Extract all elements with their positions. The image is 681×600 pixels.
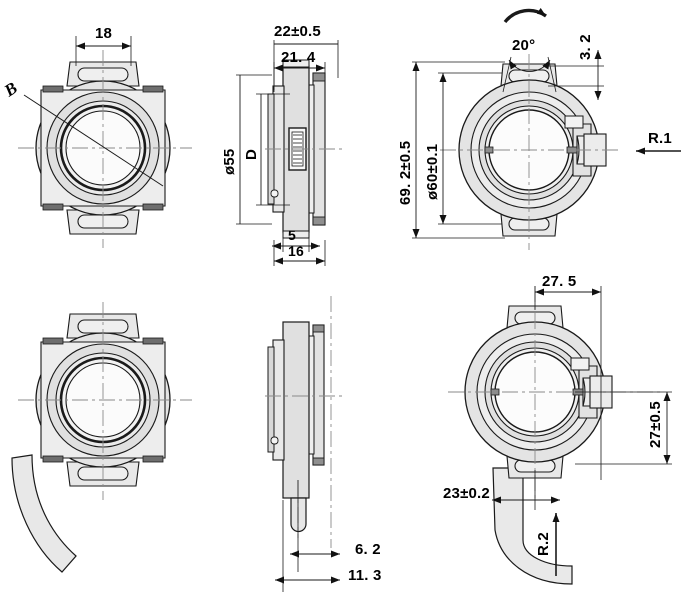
view-rear-bottom-right: 27. 5 27±0.5 23±0.2 R.2	[443, 273, 672, 585]
view-arrow-r2: R.2	[535, 513, 560, 576]
dim-23-text: 23±0.2	[443, 485, 490, 502]
dim-phi-60: ø60±0.1	[424, 72, 502, 225]
dim-d-text: D	[243, 149, 260, 160]
dim-5-text: 5	[288, 227, 296, 243]
dim-6-2-text: 6. 2	[355, 541, 381, 558]
dim-3-2: 3. 2	[548, 34, 604, 100]
dim-phi-55: ø55	[221, 74, 272, 225]
dim-27-5-text: 27. 5	[542, 273, 576, 290]
dim-69-2-text: 69. 2±0.5	[397, 141, 414, 205]
view-side-bottom-middle: 6. 2 11. 3	[265, 296, 382, 592]
dim-16-text: 16	[288, 243, 304, 259]
side-body-geometry-bottom	[267, 321, 325, 533]
dim-22-text: 22±0.5	[274, 23, 321, 40]
centerline-group-br	[448, 286, 662, 500]
view-front-top-left: B 18	[0, 25, 192, 248]
leader-line-b	[23, 94, 164, 187]
dim-d: D	[243, 93, 290, 206]
dim-6-2: 6. 2	[290, 480, 381, 572]
dim-69-2: 69. 2±0.5	[397, 61, 505, 239]
dim-16: 16	[273, 240, 326, 266]
dim-angle-20-text: 20°	[512, 37, 535, 54]
view-arrow-r1-text: R.1	[648, 130, 672, 147]
dim-11-3: 11. 3	[275, 500, 382, 592]
dim-3-2-text: 3. 2	[577, 34, 594, 60]
dim-21-4-text: 21. 4	[281, 49, 316, 66]
dim-phi-60-text: ø60±0.1	[424, 144, 441, 200]
leader-label-b: B	[0, 78, 21, 101]
dim-18-text: 18	[95, 25, 112, 42]
dim-23-tolerance: 23±0.2	[443, 470, 560, 510]
dim-11-3-text: 11. 3	[348, 567, 382, 584]
view-side-top-middle: 22±0.5 21. 4 ø55 D 5	[221, 23, 345, 266]
centerline-group-bl	[18, 302, 192, 500]
cable-bottom-left	[11, 454, 77, 573]
cable-bottom-right	[492, 467, 573, 585]
view-arrow-r1: R.1	[636, 130, 681, 155]
dim-21-4: 21. 4	[273, 49, 326, 92]
dim-angle-20: 20°	[503, 7, 547, 54]
view-arrow-r2-text: R.2	[535, 532, 552, 556]
dim-27-text: 27±0.5	[647, 401, 664, 448]
dim-18: 18	[75, 25, 132, 66]
cable-stub-bottom-middle	[290, 497, 307, 533]
dim-5: 5	[272, 227, 320, 252]
dim-phi-55-text: ø55	[221, 149, 238, 175]
dim-27-5: 27. 5	[534, 273, 602, 480]
view-front-bottom-left	[11, 302, 192, 573]
dim-27-tolerance: 27±0.5	[575, 391, 672, 465]
centerline-group-rear	[440, 54, 620, 250]
view-rear-top-right: 20° 3. 2 69. 2±0.5 ø60±0.1	[397, 7, 681, 250]
